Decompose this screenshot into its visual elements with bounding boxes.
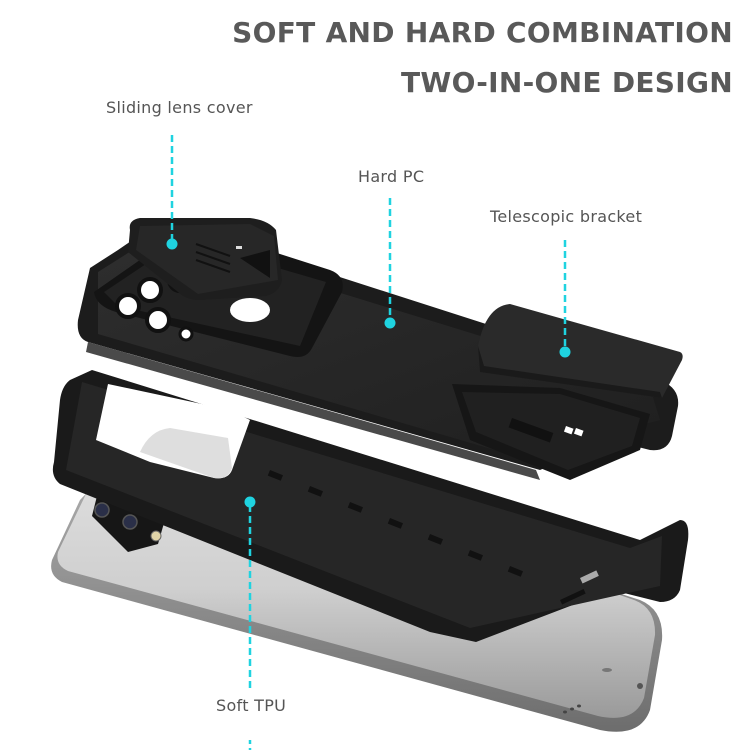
callout-soft-tpu bbox=[244, 496, 256, 750]
cyan-dot-marker bbox=[384, 317, 396, 329]
callout-sliding-lens-cover bbox=[166, 135, 178, 250]
telescopic-bracket bbox=[452, 304, 683, 480]
soft-tpu-frame bbox=[52, 370, 689, 642]
callout-telescopic-bracket bbox=[559, 240, 571, 358]
headline-line-1: SOFT AND HARD COMBINATION bbox=[232, 16, 733, 49]
cyan-dot-marker bbox=[559, 346, 571, 358]
cyan-dot-marker bbox=[166, 238, 178, 250]
callout-hard-pc bbox=[384, 198, 396, 329]
label-telescopic-bracket: Telescopic bracket bbox=[490, 207, 643, 226]
label-sliding-lens-cover: Sliding lens cover bbox=[106, 98, 253, 117]
cyan-dot-marker bbox=[244, 496, 256, 508]
label-hard-pc: Hard PC bbox=[358, 167, 425, 186]
label-soft-tpu: Soft TPU bbox=[216, 696, 287, 715]
headline-line-2: TWO-IN-ONE DESIGN bbox=[401, 66, 733, 99]
